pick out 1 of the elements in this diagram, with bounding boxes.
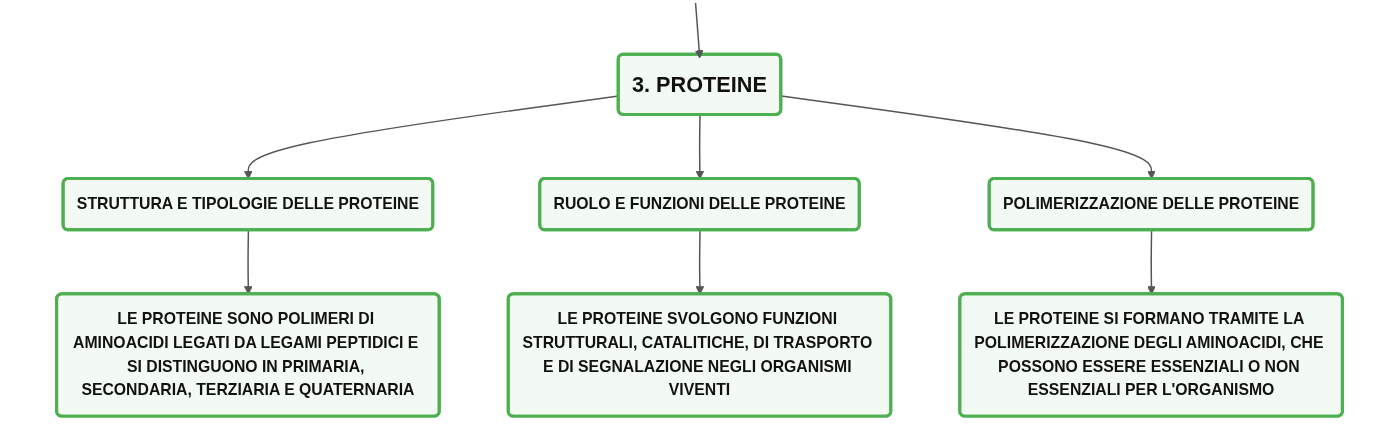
arrow xyxy=(694,2,704,59)
